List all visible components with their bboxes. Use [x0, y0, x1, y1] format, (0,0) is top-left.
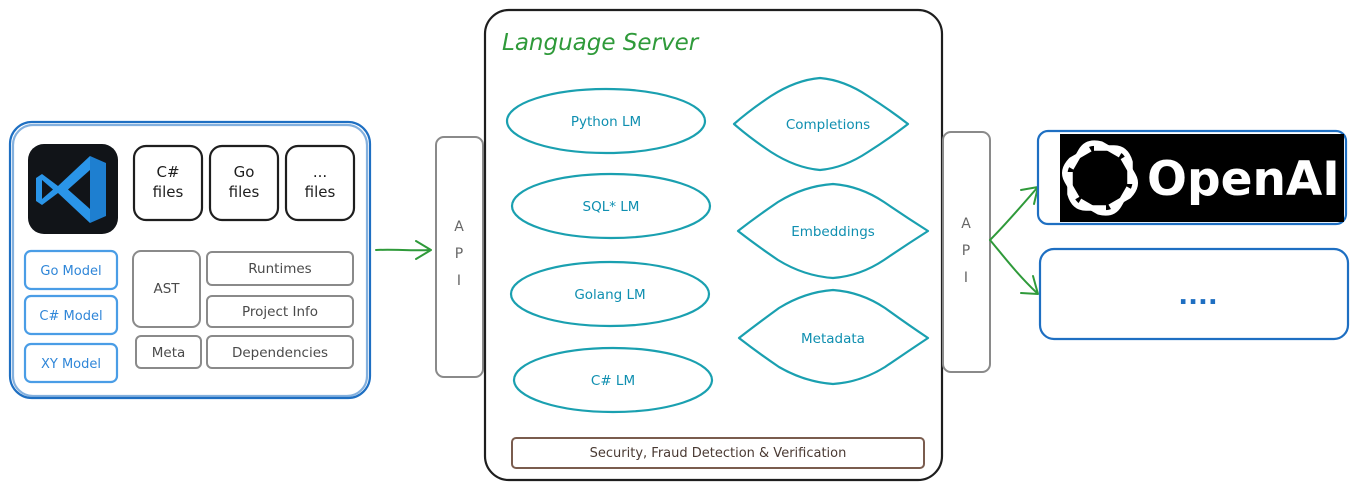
runtimes-label: Runtimes [248, 261, 311, 277]
arrow-api-to-openai [989, 186, 1039, 241]
file-box-go-line1: Go [234, 163, 255, 181]
csharp-model-label: C# Model [39, 309, 102, 324]
go-model-box[interactable]: Go Model [23, 249, 119, 291]
file-box-other-line2: files [305, 183, 336, 201]
api-right-letter-i: I [964, 270, 968, 286]
golang-lm-label: Golang LM [574, 287, 645, 303]
ide-panel: C# files Go files ... files Go Model C# … [8, 120, 372, 400]
ide-panel-border [8, 120, 372, 400]
file-box-csharp-line2: files [153, 183, 184, 201]
file-box-csharp-line1: C# [156, 163, 179, 181]
runtimes-box[interactable]: Runtimes [206, 251, 354, 286]
api-bar-left[interactable]: A P I [435, 136, 484, 378]
vscode-logo-icon [28, 144, 118, 234]
api-left-letter-a: A [454, 219, 464, 235]
security-bar[interactable]: Security, Fraud Detection & Verification [511, 437, 925, 469]
file-box-other[interactable]: ... files [284, 144, 356, 222]
api-right-letter-p: P [962, 243, 970, 259]
api-bar-right[interactable]: A P I [942, 131, 991, 373]
meta-label: Meta [152, 345, 186, 361]
project-info-label: Project Info [242, 304, 318, 320]
project-info-box[interactable]: Project Info [206, 295, 354, 328]
csharp-model-box[interactable]: C# Model [23, 294, 119, 336]
embeddings-label: Embeddings [791, 224, 875, 240]
sql-lm-node[interactable]: SQL* LM [510, 172, 712, 240]
csharp-lm-node[interactable]: C# LM [512, 346, 714, 414]
embeddings-node[interactable]: Embeddings [736, 182, 930, 280]
language-server-title: Language Server [502, 30, 700, 56]
completions-node[interactable]: Completions [732, 76, 910, 172]
language-server-border [483, 8, 944, 482]
sql-lm-label: SQL* LM [583, 199, 640, 215]
go-model-label: Go Model [40, 264, 101, 279]
security-bar-label: Security, Fraud Detection & Verification [590, 446, 847, 461]
golang-lm-node[interactable]: Golang LM [509, 260, 711, 328]
api-right-letter-a: A [961, 216, 971, 232]
api-left-letter-i: I [457, 273, 461, 289]
file-box-go-line2: files [229, 183, 260, 201]
xy-model-box[interactable]: XY Model [23, 342, 119, 384]
other-provider-ellipsis: .... [1178, 281, 1218, 311]
metadata-label: Metadata [801, 331, 865, 347]
other-provider-box[interactable]: .... [1038, 247, 1350, 341]
dependencies-box[interactable]: Dependencies [206, 335, 354, 369]
xy-model-label: XY Model [41, 357, 101, 372]
file-box-csharp[interactable]: C# files [132, 144, 204, 222]
csharp-lm-label: C# LM [591, 373, 635, 389]
dependencies-label: Dependencies [232, 345, 328, 361]
api-left-letter-p: P [455, 246, 463, 262]
file-box-go[interactable]: Go files [208, 144, 280, 222]
file-box-other-line1: ... [313, 163, 327, 181]
python-lm-node[interactable]: Python LM [505, 87, 707, 155]
completions-label: Completions [786, 117, 870, 133]
openai-wordmark: OpenAI [1147, 152, 1340, 207]
arrow-api-to-other [989, 239, 1039, 295]
openai-provider-box[interactable]: OpenAI [1036, 129, 1348, 226]
openai-logo-icon [1062, 140, 1138, 216]
metadata-node[interactable]: Metadata [737, 288, 930, 386]
meta-box[interactable]: Meta [135, 335, 202, 369]
language-server-panel: Language Server Python LM SQL* LM Golang… [483, 8, 944, 482]
python-lm-label: Python LM [571, 114, 641, 130]
arrow-ide-to-api [375, 240, 432, 260]
ast-label: AST [153, 281, 180, 297]
ast-box[interactable]: AST [132, 250, 201, 328]
